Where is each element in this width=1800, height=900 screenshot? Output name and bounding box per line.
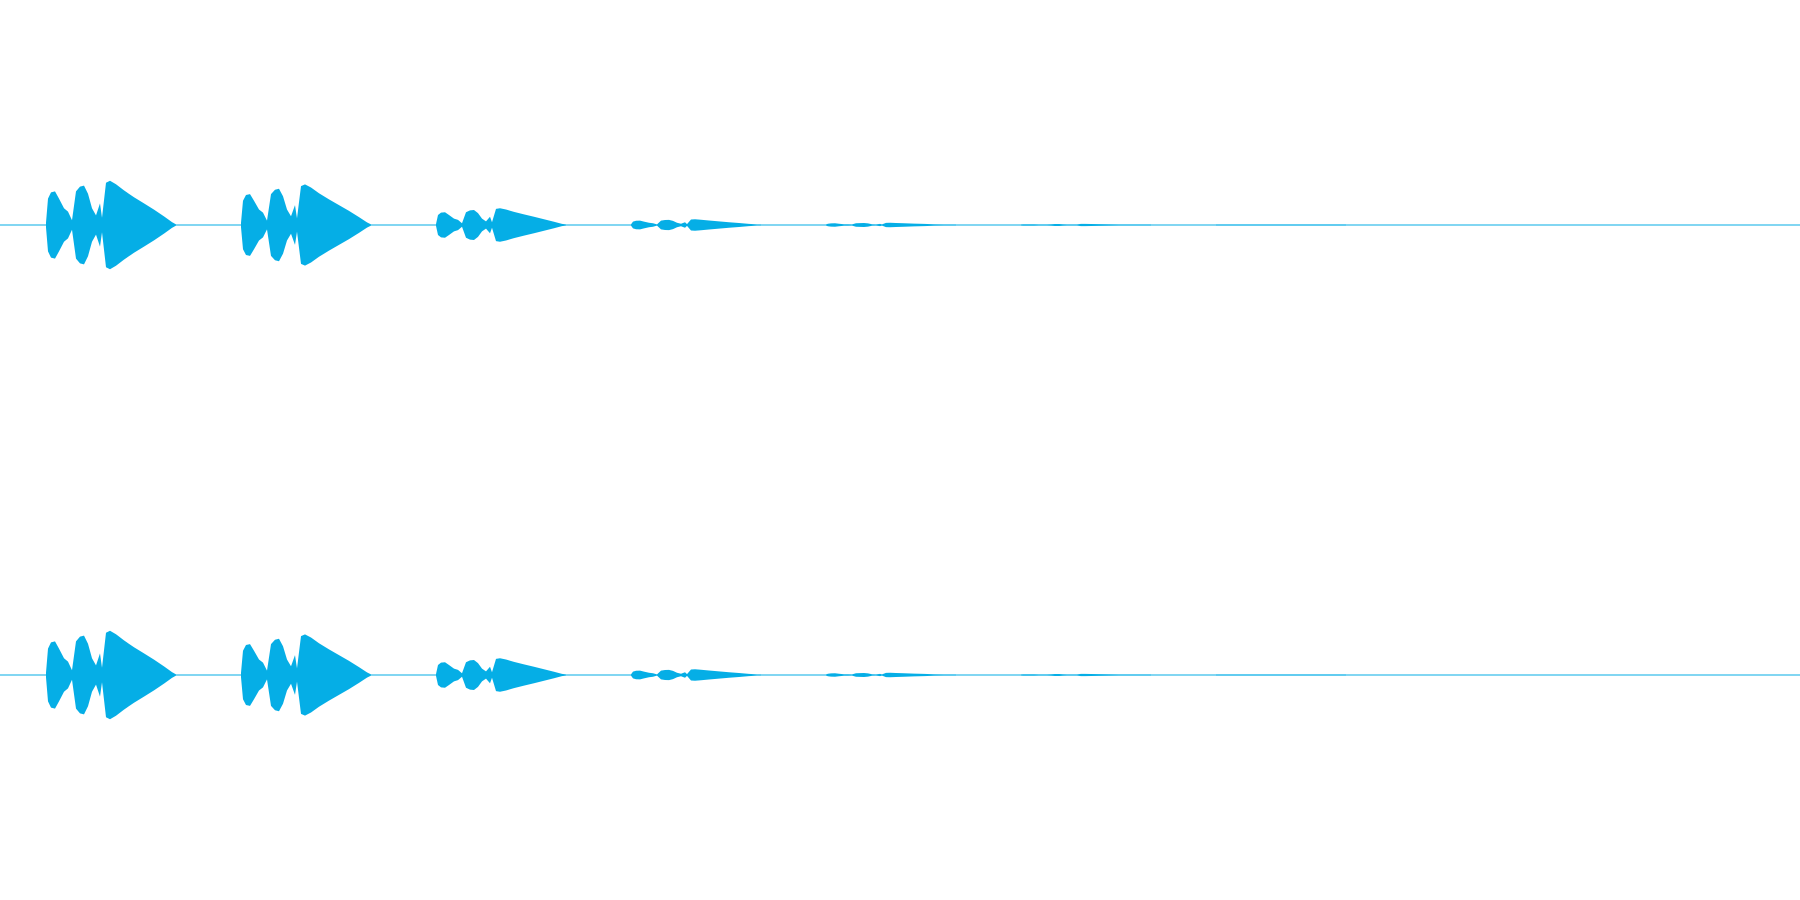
waveform-burst-right-3 <box>436 658 566 692</box>
channel-right-waveform <box>0 630 1800 720</box>
waveform-burst-left-6 <box>1021 223 1151 227</box>
waveform-burst-right-7 <box>1216 674 1346 676</box>
channel-left-waveform <box>0 180 1800 270</box>
waveform-burst-left-1 <box>46 180 176 270</box>
waveform-burst-right-5 <box>826 672 956 678</box>
waveform-burst-left-2 <box>241 184 371 266</box>
waveform-burst-right-1 <box>46 630 176 720</box>
waveform-burst-right-2 <box>241 634 371 716</box>
waveform-burst-left-3 <box>436 208 566 242</box>
waveform-burst-left-5 <box>826 222 956 228</box>
waveform-burst-right-4 <box>631 669 761 681</box>
waveform-burst-left-7 <box>1216 224 1346 226</box>
waveform-burst-left-4 <box>631 219 761 231</box>
waveform-burst-right-6 <box>1021 673 1151 677</box>
